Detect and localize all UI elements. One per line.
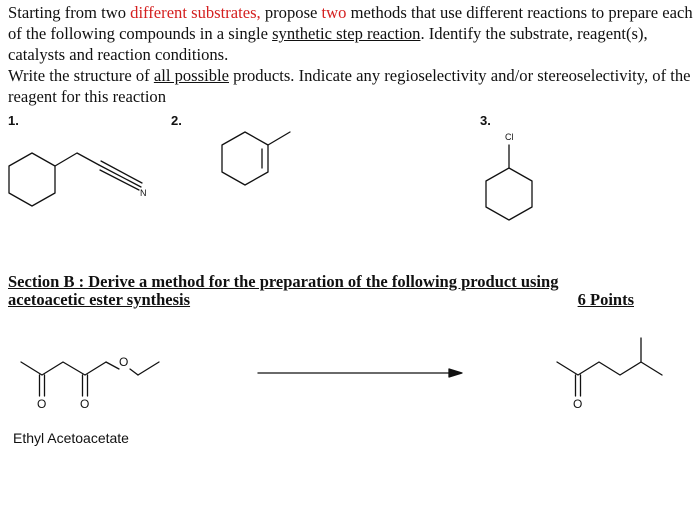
ketone-oxygen-label: O (573, 397, 582, 411)
highlight-different-substrates: different substrates, (130, 3, 261, 22)
question-products-instruction: Write the structure of all possible prod… (8, 65, 696, 107)
arrow-head (448, 368, 463, 378)
carbon-chain (556, 361, 663, 376)
intro-text: . Identify the substrate, reagent(s), ca… (8, 24, 648, 64)
underlined-all-possible: all possible (153, 66, 229, 85)
compound-3-number: 3. (480, 113, 491, 128)
intro-text: Starting from two (8, 3, 131, 22)
compound-1-structure: N (8, 152, 147, 207)
cyclohexane-ring (8, 152, 56, 207)
intro-text: methods that use different reactions to … (8, 3, 693, 43)
intro-text: propose (260, 3, 322, 22)
reaction-arrow (257, 368, 463, 378)
alkyl-chain (54, 152, 100, 167)
ester-oxygen-bond-left (105, 361, 120, 370)
highlight-two: two (321, 3, 347, 22)
ethyl-group (137, 361, 160, 376)
methyl-group (267, 131, 291, 146)
section-b-line2: acetoacetic ester synthesis 6 Points (8, 291, 634, 309)
ester-oxygen-label: O (119, 355, 128, 369)
compound-1-number: 1. (8, 113, 19, 128)
underlined-synthetic-step: synthetic step reaction (272, 24, 421, 43)
nitrile-triple-bond-outer (100, 160, 143, 184)
nitrile-triple-bond-inner (99, 169, 140, 191)
reactant-name: Ethyl Acetoacetate (13, 430, 129, 446)
carbon-chain (20, 361, 107, 376)
reactant-structure: O O O (20, 355, 160, 411)
write-text: Write the structure of (8, 66, 154, 85)
compound-2-structure (221, 131, 291, 186)
compound-2-number: 2. (171, 113, 182, 128)
nitrile-triple-bond (98, 164, 142, 188)
question-text: Starting from two different substrates, … (8, 2, 696, 107)
write-text: products. Indicate any regioselectivity … (8, 66, 691, 106)
ester-oxygen-bond-right (129, 368, 139, 376)
ester-carbonyl-oxygen-label: O (80, 397, 89, 411)
section-b-line1: Section B : Derive a method for the prep… (8, 272, 559, 291)
compound-3-structure: Cl (485, 132, 533, 221)
nitrogen-label: N (140, 188, 147, 198)
cyclohexene-ring (221, 131, 269, 186)
ketone-oxygen-label: O (37, 397, 46, 411)
question-instructions: Starting from two different substrates, … (8, 2, 696, 65)
section-b-subtitle: acetoacetic ester synthesis (8, 290, 191, 309)
chlorine-label: Cl (505, 132, 514, 142)
points-label: 6 Points (577, 290, 634, 309)
product-structure: O (556, 337, 663, 411)
cyclohexane-ring (485, 167, 533, 221)
section-b-heading: Section B : Derive a method for the prep… (8, 273, 634, 309)
